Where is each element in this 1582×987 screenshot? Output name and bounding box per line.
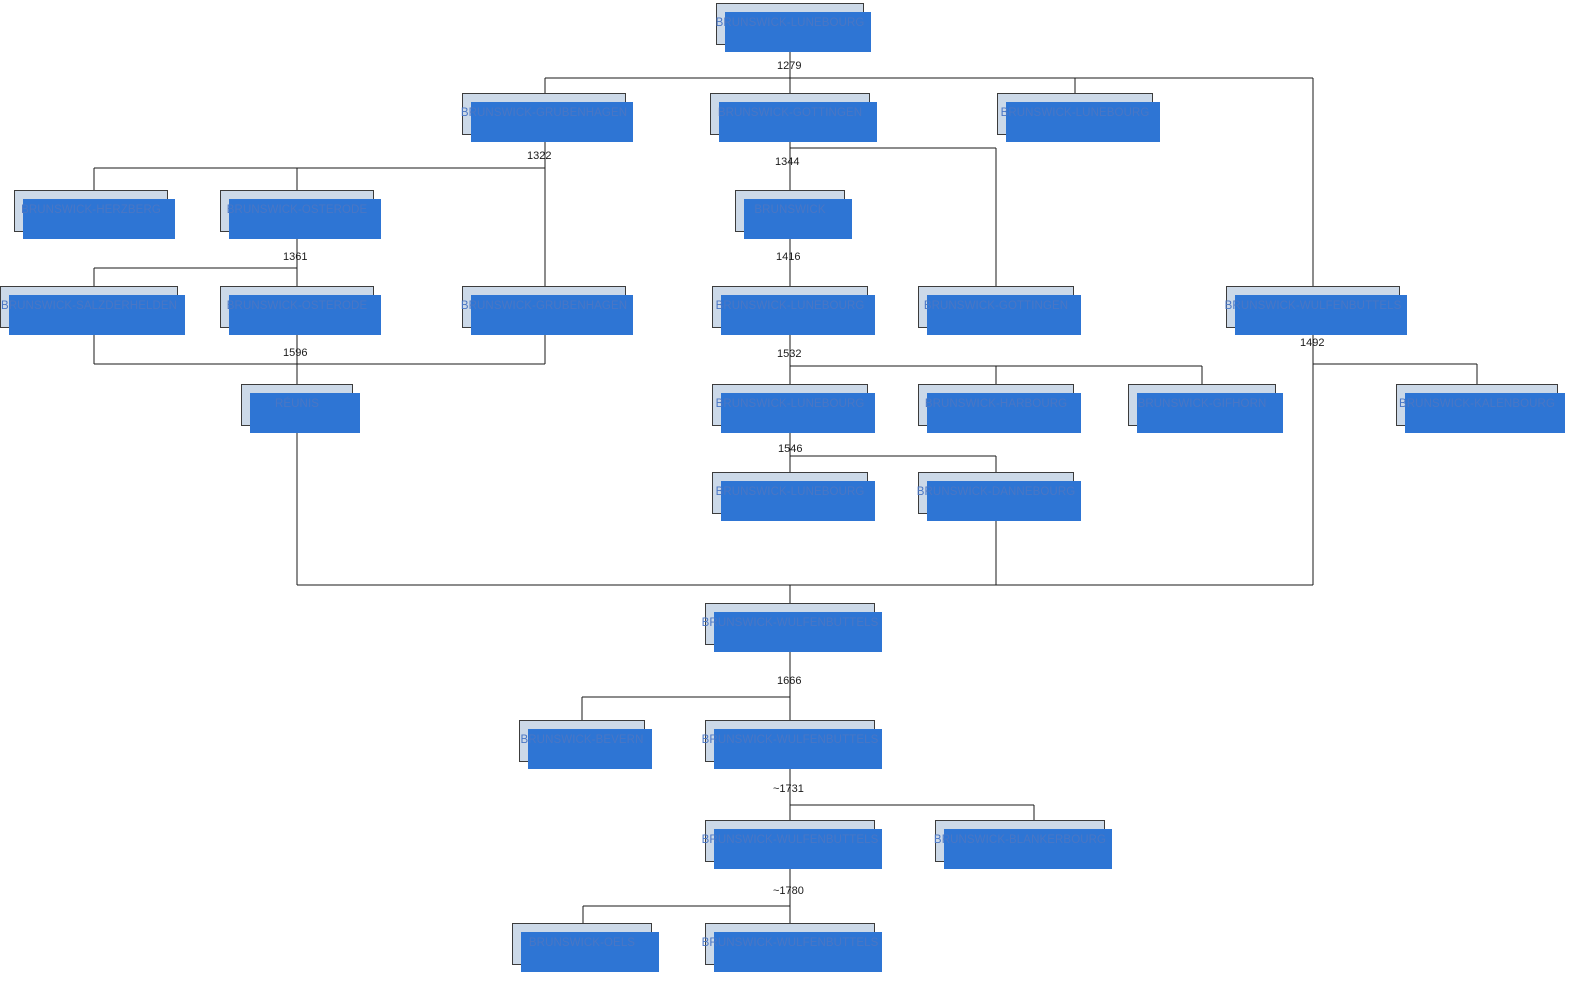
node-gifhorn[interactable]: BRUNSWICK-GIFHORN bbox=[1128, 384, 1283, 433]
node-label: BRUNSWICK-DANNEBOURG bbox=[916, 486, 1076, 499]
node-label: BRUNSWICK-GRUBENHAGEN bbox=[460, 300, 628, 313]
node-shadow bbox=[250, 393, 360, 433]
node-label: BRUNSWICK-WULFENBUTTELS bbox=[701, 937, 879, 950]
edge-label-y1666: 1666 bbox=[777, 675, 802, 687]
node-shadow bbox=[229, 295, 381, 335]
node-gottingen_2[interactable]: BRUNSWICK-GOTTINGEN bbox=[918, 286, 1081, 335]
node-salzderhelden[interactable]: BRUNSWICK-SALZDERHELDEN bbox=[0, 286, 185, 335]
node-harbourg[interactable]: BRUNSWICK-HARBOURG bbox=[918, 384, 1081, 433]
node-label: BRUNSWICK bbox=[754, 204, 826, 217]
node-label: BRUNSWICK-LUNEBOURG bbox=[1000, 107, 1150, 120]
node-label: BRUNSWICK-HERZBERG bbox=[21, 204, 161, 217]
node-shadow bbox=[927, 393, 1081, 433]
node-reunis[interactable]: RÉUNIS bbox=[241, 384, 360, 433]
node-shadow bbox=[714, 729, 882, 769]
node-shadow bbox=[725, 12, 871, 52]
edge-label-y1532: 1532 bbox=[777, 348, 802, 360]
node-shadow bbox=[721, 393, 875, 433]
node-lunebourg_2[interactable]: BRUNSWICK-LUNEBOURG bbox=[712, 286, 875, 335]
node-shadow bbox=[714, 829, 882, 869]
node-shadow bbox=[23, 199, 175, 239]
node-shadow bbox=[528, 729, 652, 769]
node-shadow bbox=[721, 295, 875, 335]
node-shadow bbox=[927, 481, 1081, 521]
node-label: BRUNSWICK-BLANKERBOURG bbox=[933, 834, 1107, 847]
edge-label-y1731: ~1731 bbox=[773, 783, 804, 795]
node-label: BRUNSWICK-WULFENBUTTELS bbox=[701, 834, 879, 847]
node-herzberg[interactable]: BRUNSWICK-HERZBERG bbox=[14, 190, 175, 239]
node-lunebourg_root[interactable]: BRUNSWICK-LUNEBOURG bbox=[715, 3, 871, 52]
node-label: BRUNSWICK-OSTERODE bbox=[226, 300, 368, 313]
edge-label-y1780: ~1780 bbox=[773, 885, 804, 897]
node-oels[interactable]: BRUNSWICK-OELS bbox=[512, 923, 659, 972]
node-osterode_2[interactable]: BRUNSWICK-OSTERODE bbox=[220, 286, 381, 335]
node-lunebourg_4[interactable]: BRUNSWICK-LUNEBOURG bbox=[712, 472, 875, 521]
node-wulfenbuttels_2[interactable]: BRUNSWICK-WULFENBUTTELS bbox=[702, 603, 882, 652]
node-grubenhagen_1[interactable]: BRUNSWICK-GRUBENHAGEN bbox=[460, 93, 633, 142]
node-bevern[interactable]: BRUNSWICK-BEVERN bbox=[519, 720, 652, 769]
node-osterode_1[interactable]: BRUNSWICK-OSTERODE bbox=[220, 190, 381, 239]
node-wulfenbuttels_3[interactable]: BRUNSWICK-WULFENBUTTELS bbox=[702, 720, 882, 769]
node-label: BRUNSWICK-BEVERN bbox=[520, 734, 644, 747]
node-shadow bbox=[9, 295, 185, 335]
node-label: BRUNSWICK-OSTERODE bbox=[226, 204, 368, 217]
node-blankerbourg[interactable]: BRUNSWICK-BLANKERBOURG bbox=[933, 820, 1112, 869]
node-lunebourg_1[interactable]: BRUNSWICK-LUNEBOURG bbox=[997, 93, 1160, 142]
node-shadow bbox=[719, 102, 877, 142]
edge-label-y1596: 1596 bbox=[283, 347, 308, 359]
edge-label-y1322: 1322 bbox=[527, 150, 552, 162]
node-label: BRUNSWICK-LUNEBOURG bbox=[715, 398, 865, 411]
node-kalenbourg[interactable]: BRUNSWICK-KALENBOURG bbox=[1396, 384, 1565, 433]
node-label: BRUNSWICK-GOTTINGEN bbox=[923, 300, 1069, 313]
node-label: BRUNSWICK-WULFENBUTTELS bbox=[1224, 300, 1402, 313]
node-label: BRUNSWICK-SALZDERHELDEN bbox=[0, 300, 178, 313]
node-shadow bbox=[471, 102, 633, 142]
node-shadow bbox=[927, 295, 1081, 335]
node-shadow bbox=[714, 932, 882, 972]
node-label: BRUNSWICK-GRUBENHAGEN bbox=[460, 107, 628, 120]
node-label: BRUNSWICK-LUNEBOURG bbox=[715, 17, 865, 30]
edge-label-y1361: 1361 bbox=[283, 251, 308, 263]
node-shadow bbox=[1405, 393, 1565, 433]
node-label: BRUNSWICK-GOTTINGEN bbox=[717, 107, 863, 120]
node-grubenhagen_2[interactable]: BRUNSWICK-GRUBENHAGEN bbox=[460, 286, 633, 335]
node-gottingen_1[interactable]: BRUNSWICK-GOTTINGEN bbox=[710, 93, 877, 142]
node-label: BRUNSWICK-LUNEBOURG bbox=[715, 486, 865, 499]
edge-label-y1492: 1492 bbox=[1300, 337, 1325, 349]
edge-label-y1344: 1344 bbox=[775, 156, 800, 168]
node-label: BRUNSWICK-WULFENBUTTELS bbox=[701, 734, 879, 747]
node-label: BRUNSWICK-LUNEBOURG bbox=[715, 300, 865, 313]
node-wulfenbuttels_1[interactable]: BRUNSWICK-WULFENBUTTELS bbox=[1224, 286, 1407, 335]
node-shadow bbox=[944, 829, 1112, 869]
node-shadow bbox=[1235, 295, 1407, 335]
node-wulfenbuttels_4[interactable]: BRUNSWICK-WULFENBUTTELS bbox=[702, 820, 882, 869]
edge-label-y1279: 1279 bbox=[777, 60, 802, 72]
node-wulfenbuttels_5[interactable]: BRUNSWICK-WULFENBUTTELS bbox=[702, 923, 882, 972]
node-brunswick[interactable]: BRUNSWICK bbox=[735, 190, 852, 239]
node-label: BRUNSWICK-WULFENBUTTELS bbox=[701, 617, 879, 630]
node-label: BRUNSWICK-HARBOURG bbox=[924, 398, 1068, 411]
node-label: BRUNSWICK-KALENBOURG bbox=[1399, 398, 1555, 411]
node-shadow bbox=[721, 481, 875, 521]
node-shadow bbox=[1006, 102, 1160, 142]
node-shadow bbox=[229, 199, 381, 239]
node-label: BRUNSWICK-OELS bbox=[528, 937, 636, 950]
edge-label-y1546: 1546 bbox=[778, 443, 803, 455]
node-shadow bbox=[471, 295, 633, 335]
node-shadow bbox=[714, 612, 882, 652]
node-shadow bbox=[521, 932, 659, 972]
node-label: BRUNSWICK-GIFHORN bbox=[1137, 398, 1267, 411]
node-shadow bbox=[1137, 393, 1283, 433]
node-lunebourg_3[interactable]: BRUNSWICK-LUNEBOURG bbox=[712, 384, 875, 433]
node-dannebourg[interactable]: BRUNSWICK-DANNEBOURG bbox=[916, 472, 1081, 521]
edge-label-y1416: 1416 bbox=[776, 251, 801, 263]
node-shadow bbox=[744, 199, 852, 239]
node-label: RÉUNIS bbox=[274, 398, 320, 411]
